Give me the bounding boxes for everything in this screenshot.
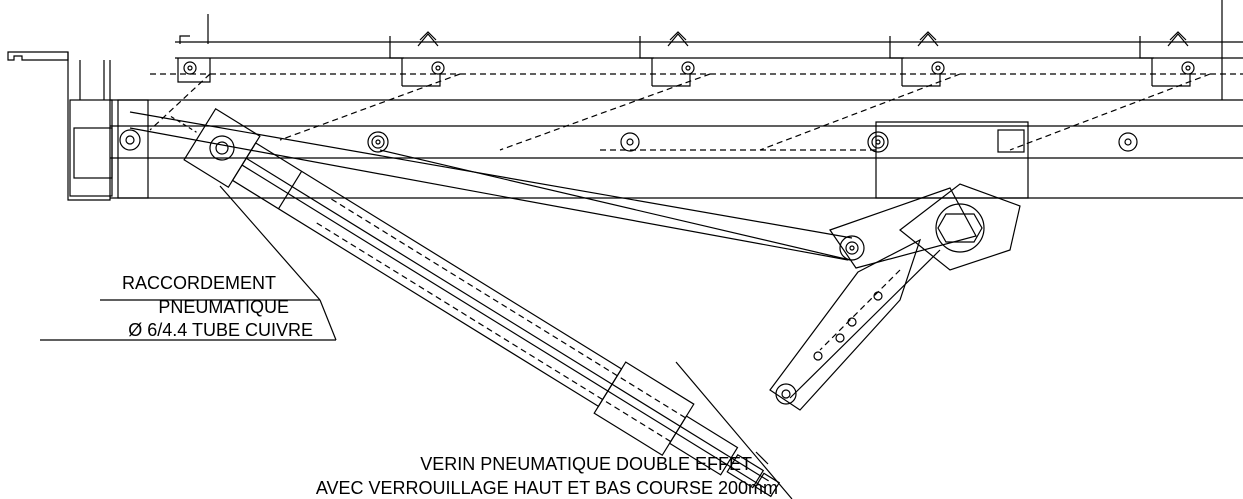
dashed-hatch — [149, 73, 1211, 151]
cylinder-label-line2: AVEC VERROUILLAGE HAUT ET BAS COURSE 200… — [316, 478, 778, 498]
connection-label-line3: Ø 6/4.4 TUBE CUIVRE — [128, 320, 313, 340]
connection-label-line1: RACCORDEMENT — [122, 273, 276, 293]
connection-label-line2: PNEUMATIQUE — [158, 297, 289, 317]
clip — [177, 35, 211, 83]
clip — [1139, 31, 1195, 87]
pneumatic-cylinder — [170, 107, 781, 498]
clip — [639, 31, 695, 87]
rail-clips — [177, 31, 1195, 87]
cylinder-label-line1: VERIN PNEUMATIQUE DOUBLE EFFET — [420, 454, 752, 474]
beam-pivots — [119, 129, 1138, 153]
tie-rods — [129, 111, 853, 261]
leader-lines — [40, 185, 793, 499]
clip — [889, 31, 945, 87]
clip — [389, 31, 445, 87]
panel-rail — [110, 0, 1243, 199]
left-frame-profile — [7, 51, 149, 201]
lever-bracket — [769, 121, 1029, 411]
